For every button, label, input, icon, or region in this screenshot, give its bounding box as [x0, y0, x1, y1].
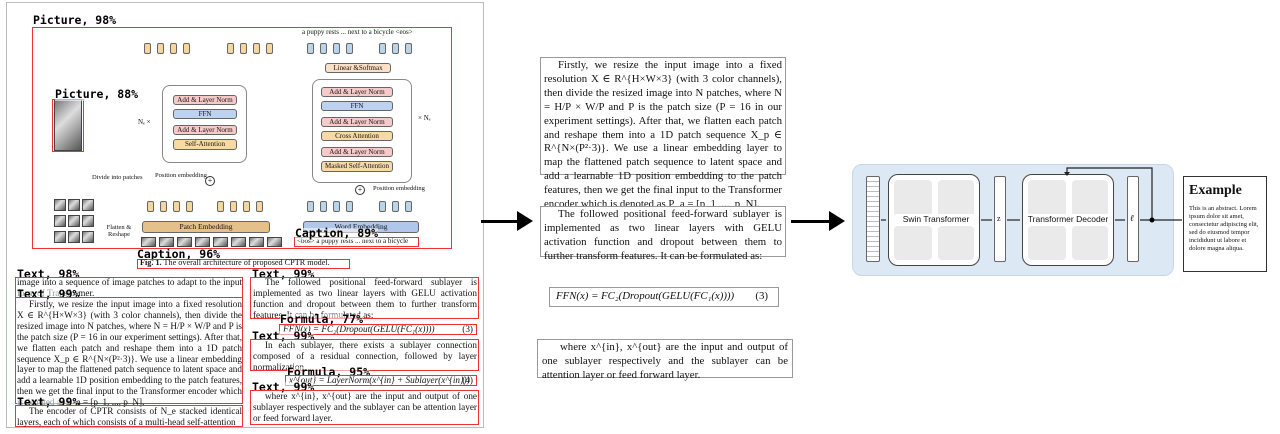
figure-caption: Fig. 1. The overall architecture of prop…	[140, 258, 330, 267]
enc-add-norm-1: Add & Layer Norm	[173, 95, 237, 105]
dec-position-label: Position embedding	[373, 185, 425, 192]
decoder-cell	[1072, 226, 1108, 260]
left-col-p1: Firstly, we resize the input image into …	[17, 299, 242, 408]
detection-label: Picture, 98%	[33, 13, 117, 27]
input-page-thumbnail	[866, 176, 880, 262]
decoder-cell	[1028, 226, 1066, 260]
dec-cross-attention: Cross Attention	[321, 131, 393, 141]
dec-add-norm-3: Add & Layer Norm	[321, 147, 393, 157]
detection-label: Text, 99%	[17, 395, 80, 409]
enc-self-attention: Self-Attention	[173, 139, 237, 150]
annotated-page: Picture, 98% Picture, 88% Nₑ × Add & Lay…	[6, 2, 484, 428]
arrow-1-line	[481, 220, 519, 223]
decoder-label: Transformer Decoder	[1026, 214, 1110, 224]
input-image	[54, 99, 82, 151]
detection-label: Text, 98%	[17, 267, 80, 281]
encoder-repeat-label: Nₑ ×	[138, 118, 151, 126]
junction-dot	[1149, 217, 1155, 223]
crop-text-2: The followed positional feed-forward sub…	[540, 206, 786, 262]
arrow-2-head	[829, 211, 845, 231]
encoder-stack	[162, 85, 247, 163]
flatten-label: Flatten & Reshape	[106, 224, 132, 238]
detection-label: Text, 99%	[252, 329, 315, 343]
formula-4: x^{out} = LayerNorm(x^{in} + Sublayer(x^…	[289, 375, 473, 385]
decoder-cell	[1072, 180, 1108, 216]
decoder-cell	[1028, 180, 1066, 216]
output-caption: a puppy rests ... next to a bicycle <eos…	[302, 28, 413, 36]
decoder-stack	[312, 79, 412, 183]
detection-label: Caption, 96%	[137, 247, 221, 261]
latent-z	[994, 176, 1006, 262]
dec-add-norm-2: Add & Layer Norm	[321, 117, 393, 127]
enc-add-norm-2: Add & Layer Norm	[173, 125, 237, 135]
detection-label: Formula, 77%	[280, 312, 364, 326]
detection-label: Text, 99%	[252, 267, 315, 281]
dec-ffn: FFN	[321, 101, 393, 111]
arrow-1-head	[517, 211, 533, 231]
example-title: Example	[1189, 183, 1242, 198]
swin-cell	[938, 180, 974, 216]
crop-formula-3: FFN(x) = FC₂(Dropout(GELU(FC₁(x)))) (3)	[549, 287, 779, 307]
swin-cell	[894, 226, 932, 260]
crop-text-1: Firstly, we resize the input image into …	[540, 57, 786, 210]
diagram-connectors	[881, 167, 1182, 223]
dec-linear-softmax: Linear &Softmax	[325, 63, 391, 73]
l-label: ℓ	[1130, 213, 1134, 223]
detection-label: Formula, 95%	[287, 365, 371, 379]
divide-label: Divide into patches	[92, 174, 143, 181]
example-body: This is an abstract. Lorem ipsum dolor s…	[1189, 205, 1259, 252]
formula-3: FFN(x) = FC₂(Dropout(GELU(FC₁(x)))) (3)	[283, 324, 473, 334]
right-col-p1: In each sublayer, there exists a sublaye…	[253, 340, 477, 372]
input-caption: <bos> a puppy rests ... next to a bicycl…	[297, 237, 409, 245]
detection-label: Text, 99%	[252, 380, 315, 394]
right-col-p2: where x^{in}, x^{out} are the input and …	[253, 391, 477, 423]
crop-text-4: where x^{in}, x^{out} are the input and …	[537, 339, 793, 381]
patch-embedding-block: Patch Embedding	[142, 221, 270, 233]
output-logits	[1127, 176, 1139, 262]
enc-position-label: Position embedding	[155, 172, 207, 179]
detection-label: Text, 99%	[17, 287, 80, 301]
detection-label: Picture, 88%	[55, 87, 139, 101]
left-col-p2: The encoder of CPTR consists of N_e stac…	[17, 406, 242, 427]
decoder-repeat-label: × Nₑ	[418, 114, 431, 122]
enc-ffn: FFN	[173, 109, 237, 119]
dec-add-norm-1: Add & Layer Norm	[321, 87, 393, 97]
example-output-box: Example This is an abstract. Lorem ipsum…	[1183, 176, 1267, 272]
dec-plus-circle: +	[355, 185, 365, 195]
enc-plus-circle: +	[205, 176, 215, 186]
detection-label: Caption, 89%	[295, 226, 379, 240]
dec-masked-self-attention: Masked Self-Attention	[321, 161, 393, 172]
swin-label: Swin Transformer	[896, 214, 976, 224]
z-label: z	[997, 214, 1001, 223]
swin-cell	[938, 226, 974, 260]
arrow-2-line	[791, 220, 831, 223]
swin-cell	[894, 180, 932, 216]
